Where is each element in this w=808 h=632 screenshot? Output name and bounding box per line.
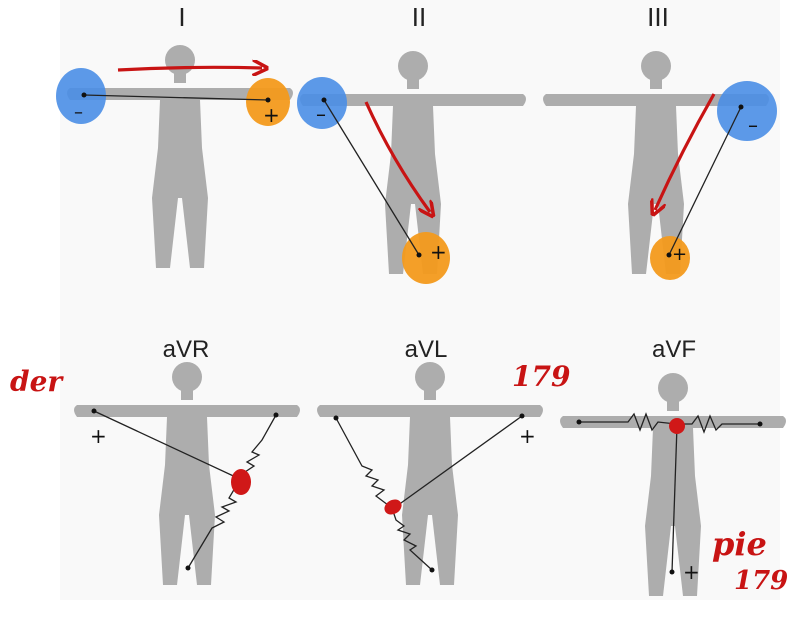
lead-1-line (83, 94, 269, 101)
lead-1-title: I (178, 2, 186, 32)
lead-2-minus-sign: – (316, 102, 326, 126)
handwritten-note-avf: 179 (734, 566, 789, 596)
body-figure-avl (317, 362, 543, 585)
handwritten-note-der: der (10, 365, 63, 398)
avl-title: aVL (404, 336, 448, 363)
lead-1-plus-sign: + (263, 103, 280, 127)
lead-3-title: III (647, 2, 669, 32)
lead-3-plus-sign: + (672, 244, 688, 265)
lead-2-title: II (411, 2, 427, 32)
avr-plus-sign: + (90, 424, 107, 448)
avr-center-mark (231, 469, 251, 495)
negative-electrode-lead-3 (717, 81, 777, 141)
avf-lead-line (671, 425, 678, 573)
avf-center-mark (669, 418, 685, 434)
negative-electrode-lead-1 (56, 68, 106, 124)
lead-2-plus-sign: + (430, 240, 447, 264)
avl-lead-line (393, 415, 523, 509)
body-figure-avr (74, 362, 300, 585)
lead-3-direction-arrow (655, 93, 716, 210)
positive-electrode-lead-2 (402, 232, 450, 284)
avl-plus-sign: + (519, 424, 536, 448)
lead-3-line (668, 106, 742, 256)
lead-2-direction-arrow (364, 101, 430, 212)
lead-1-minus-sign: – (74, 102, 83, 123)
lead-1-direction-arrow (117, 67, 262, 70)
handwritten-note-pie: pie (712, 525, 767, 563)
lead-2-line (323, 99, 420, 256)
avf-plus-sign: + (683, 560, 700, 584)
lead-3-minus-sign: – (748, 113, 758, 137)
body-figure-lead-1 (67, 45, 293, 268)
positive-electrode-lead-3 (650, 236, 690, 280)
avr-lead-line (93, 410, 243, 481)
avf-title: aVF (651, 336, 696, 363)
avl-center-mark (384, 499, 402, 515)
handwritten-note-avl: 179 (512, 360, 571, 393)
avr-title: aVR (162, 336, 210, 363)
